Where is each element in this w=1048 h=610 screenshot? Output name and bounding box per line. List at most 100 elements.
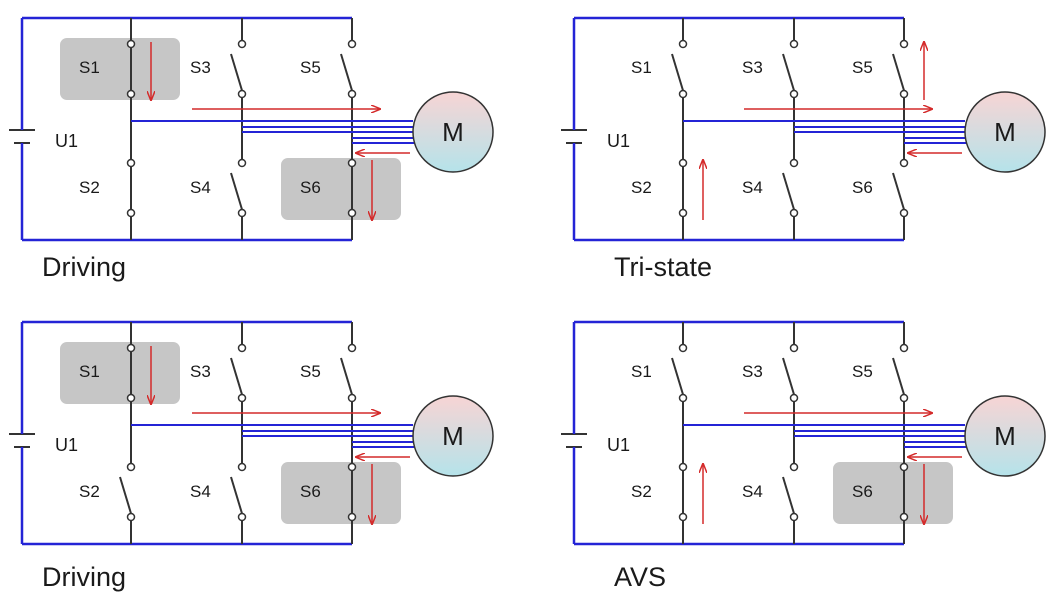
motor-label: M — [442, 117, 464, 147]
panel-3-caption: Driving — [42, 562, 127, 592]
switch-s1 — [126, 39, 136, 99]
motor-symbol — [964, 91, 1046, 173]
switch-s1-contact-top — [678, 39, 688, 49]
switch-label-s2: S2 — [631, 178, 652, 197]
switch-s3-contact-bottom — [237, 393, 247, 403]
switch-s1-contact-bottom — [678, 393, 688, 403]
switch-s6-contact-bottom — [347, 208, 357, 218]
switch-s2-blade — [119, 476, 132, 514]
switch-s6 — [892, 158, 909, 218]
switch-s4-blade — [230, 172, 243, 210]
switch-s1-contact-bottom — [126, 393, 136, 403]
motor-label: M — [994, 117, 1016, 147]
switch-s5-contact-bottom — [899, 89, 909, 99]
switch-s4 — [782, 462, 799, 522]
highlight-box-s1 — [60, 342, 180, 404]
switch-s5-contact-bottom — [347, 393, 357, 403]
switch-s5-blade — [340, 357, 353, 395]
switch-label-s1: S1 — [79, 58, 100, 77]
switch-s3-contact-bottom — [789, 89, 799, 99]
switch-s6-contact-bottom — [347, 512, 357, 522]
switch-label-s1: S1 — [631, 362, 652, 381]
motor-symbol — [964, 395, 1046, 477]
switch-s5-contact-bottom — [347, 89, 357, 99]
switch-s5 — [340, 343, 357, 403]
switch-label-s1: S1 — [79, 362, 100, 381]
switch-s5-contact-top — [347, 39, 357, 49]
switch-s6-contact-bottom — [899, 208, 909, 218]
panel-1-caption: Driving — [42, 252, 127, 282]
switch-s4-blade — [230, 476, 243, 514]
switch-label-s5: S5 — [852, 58, 873, 77]
switch-s3 — [782, 39, 799, 99]
switch-s4-contact-top — [789, 158, 799, 168]
switch-s1 — [126, 343, 136, 403]
panel-4-caption: AVS — [614, 562, 667, 592]
battery-label: U1 — [55, 131, 78, 151]
switch-s2 — [126, 158, 136, 218]
switch-label-s3: S3 — [742, 58, 763, 77]
switch-s1-contact-bottom — [126, 89, 136, 99]
switch-label-s4: S4 — [742, 178, 763, 197]
switch-s4 — [230, 158, 247, 218]
switch-label-s4: S4 — [742, 482, 763, 501]
switch-s6 — [899, 462, 909, 522]
switch-s2-contact-top — [126, 158, 136, 168]
switch-s3-blade — [782, 357, 795, 395]
switch-label-s2: S2 — [79, 482, 100, 501]
switch-s5 — [340, 39, 357, 99]
switch-label-s5: S5 — [300, 362, 321, 381]
highlight-box-s6 — [281, 158, 401, 220]
switch-s5-blade — [340, 53, 353, 91]
switch-s6 — [347, 462, 357, 522]
switch-label-s4: S4 — [190, 482, 211, 501]
switch-label-s6: S6 — [300, 482, 321, 501]
switch-label-s5: S5 — [852, 362, 873, 381]
switch-s5-contact-top — [899, 343, 909, 353]
battery-label: U1 — [55, 435, 78, 455]
switch-s5-blade — [892, 357, 905, 395]
switch-s4-contact-top — [789, 462, 799, 472]
switch-s4-contact-bottom — [789, 512, 799, 522]
switch-label-s6: S6 — [852, 482, 873, 501]
switch-label-s2: S2 — [79, 178, 100, 197]
switch-s3 — [230, 343, 247, 403]
switch-s4-contact-top — [237, 158, 247, 168]
switch-label-s3: S3 — [190, 58, 211, 77]
switch-s1-blade — [671, 357, 684, 395]
switch-s4-blade — [782, 172, 795, 210]
switch-s4 — [782, 158, 799, 218]
motor-symbol — [412, 91, 494, 173]
battery-label: U1 — [607, 435, 630, 455]
switch-s3 — [230, 39, 247, 99]
highlight-box-s1 — [60, 38, 180, 100]
motor-label: M — [442, 421, 464, 451]
switch-label-s1: S1 — [631, 58, 652, 77]
switch-s5-blade — [892, 53, 905, 91]
switch-s4-contact-top — [237, 462, 247, 472]
switch-s2-contact-bottom — [126, 208, 136, 218]
switch-s1 — [671, 39, 688, 99]
switch-s5-contact-top — [347, 343, 357, 353]
switch-label-s6: S6 — [852, 178, 873, 197]
switch-s6-blade — [892, 172, 905, 210]
switch-label-s3: S3 — [742, 362, 763, 381]
switch-s4-contact-bottom — [789, 208, 799, 218]
switch-s3-blade — [230, 357, 243, 395]
switch-s3-contact-top — [237, 39, 247, 49]
switch-s6-contact-top — [347, 462, 357, 472]
switch-s4-contact-bottom — [237, 208, 247, 218]
switch-s3-blade — [782, 53, 795, 91]
switch-s1-contact-top — [126, 39, 136, 49]
switch-label-s4: S4 — [190, 178, 211, 197]
switch-label-s6: S6 — [300, 178, 321, 197]
switch-s3 — [782, 343, 799, 403]
switch-s3-contact-bottom — [237, 89, 247, 99]
switch-s1-contact-top — [126, 343, 136, 353]
switch-s1-blade — [671, 53, 684, 91]
switch-s1 — [671, 343, 688, 403]
switch-s5-contact-top — [899, 39, 909, 49]
